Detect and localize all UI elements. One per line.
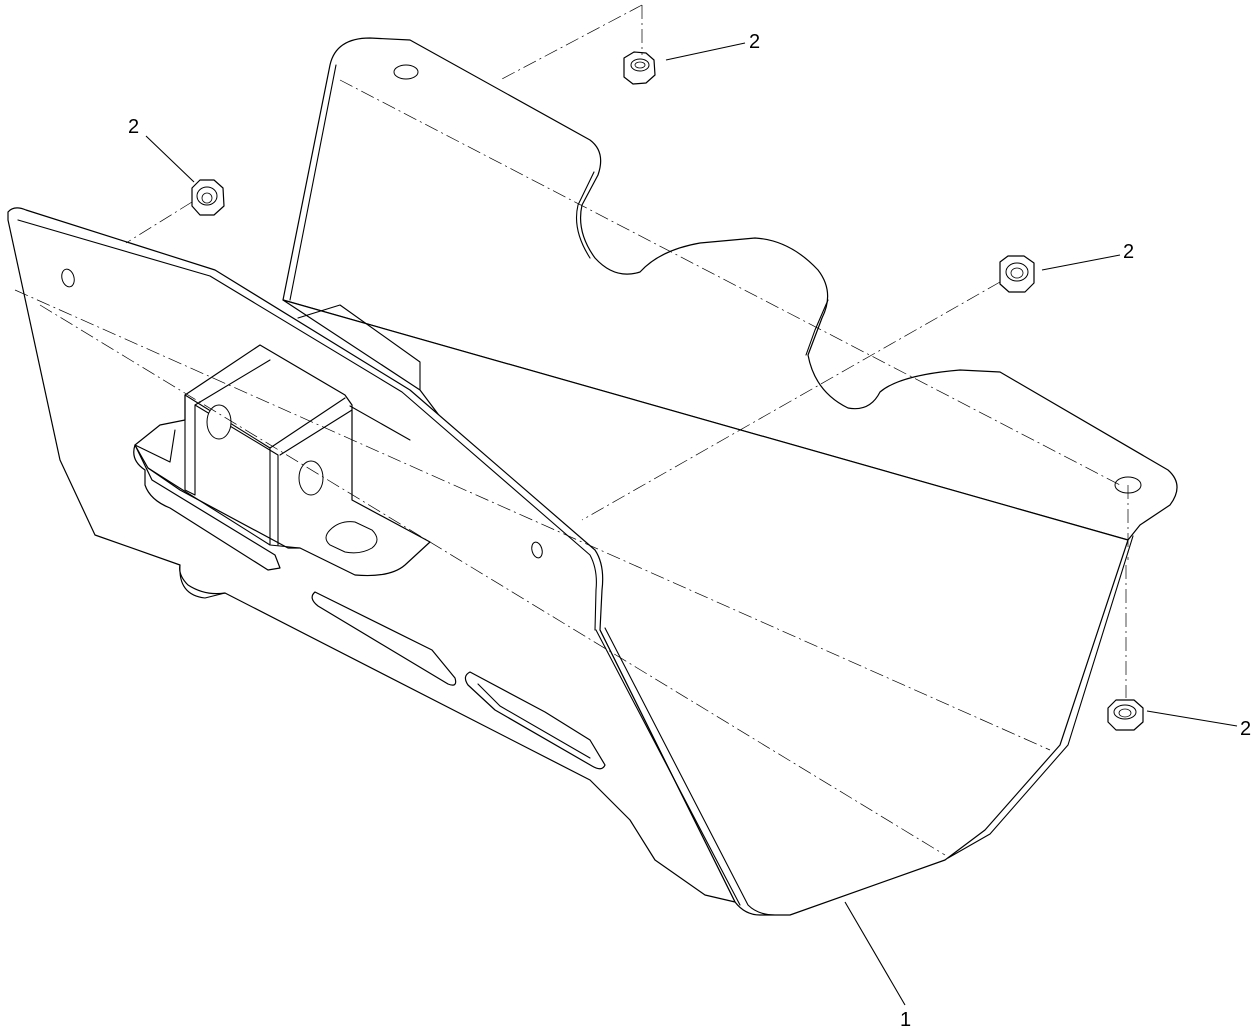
callout-part-2-right-middle: 2 xyxy=(1041,241,1134,271)
callout-label: 1 xyxy=(900,1009,911,1031)
callout-part-2-top-left: 2 xyxy=(128,116,195,183)
flange-nut-right-middle xyxy=(999,255,1035,293)
callout-part-2-right-lower: 2 xyxy=(1146,710,1251,740)
skid-plate xyxy=(7,37,1178,916)
rear-flange xyxy=(282,37,1178,541)
hitch-receiver xyxy=(133,304,431,577)
callout-label: 2 xyxy=(1123,241,1134,263)
callout-label: 2 xyxy=(1240,718,1251,740)
flange-nut-top-center xyxy=(623,51,656,85)
callout-part-2-top-center: 2 xyxy=(665,31,760,61)
slot-lower xyxy=(464,671,606,770)
callout-label: 2 xyxy=(128,116,139,138)
callout-label: 2 xyxy=(749,31,760,53)
flange-nut-right-lower xyxy=(1107,699,1144,731)
slot-upper xyxy=(311,591,457,686)
callout-part-1: 1 xyxy=(844,901,911,1031)
flange-nut-top-left xyxy=(191,179,225,216)
